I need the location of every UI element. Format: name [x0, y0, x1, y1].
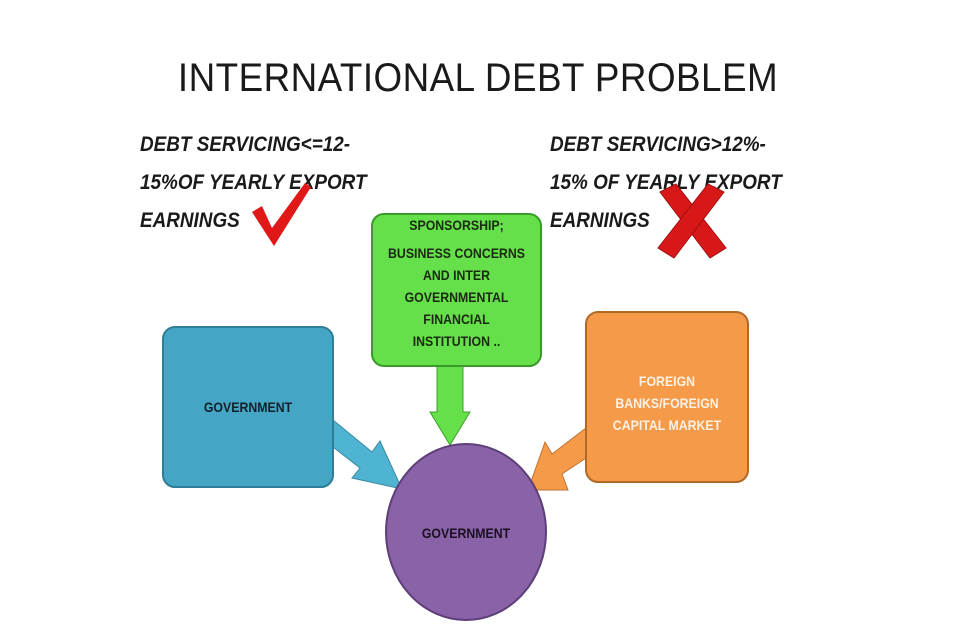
foreign-label: FOREIGN BANKS/FOREIGN CAPITAL MARKET — [612, 373, 722, 433]
arrow-foreign-to-center — [527, 426, 587, 491]
government-source-box — [162, 326, 334, 488]
cross-icon — [657, 183, 727, 259]
sponsorship-detail: BUSINESS CONCERNS AND INTER GOVERNMENTAL… — [388, 245, 525, 349]
government-source-label: GOVERNMENT — [203, 399, 293, 415]
check-icon — [252, 183, 311, 246]
government-target-circle — [385, 443, 547, 621]
arrow-government-to-center — [332, 418, 403, 490]
acceptable-condition-text: DEBT SERVICING<=12- 15%OF YEARLY EXPORT … — [140, 133, 367, 232]
page-title: INTERNATIONAL DEBT PROBLEM — [177, 56, 779, 100]
sponsorship-box — [371, 213, 542, 367]
foreign-box — [585, 311, 749, 483]
arrow-sponsorship-to-center — [429, 365, 471, 446]
sponsorship-label: SPONSORSHIP; BUSINESS CONCERNS AND INTER … — [382, 214, 531, 352]
sponsorship-title: SPONSORSHIP; — [409, 217, 504, 233]
government-target-label: GOVERNMENT — [421, 525, 511, 541]
unacceptable-condition-text: DEBT SERVICING>12%- 15% OF YEARLY EXPORT… — [550, 133, 782, 232]
